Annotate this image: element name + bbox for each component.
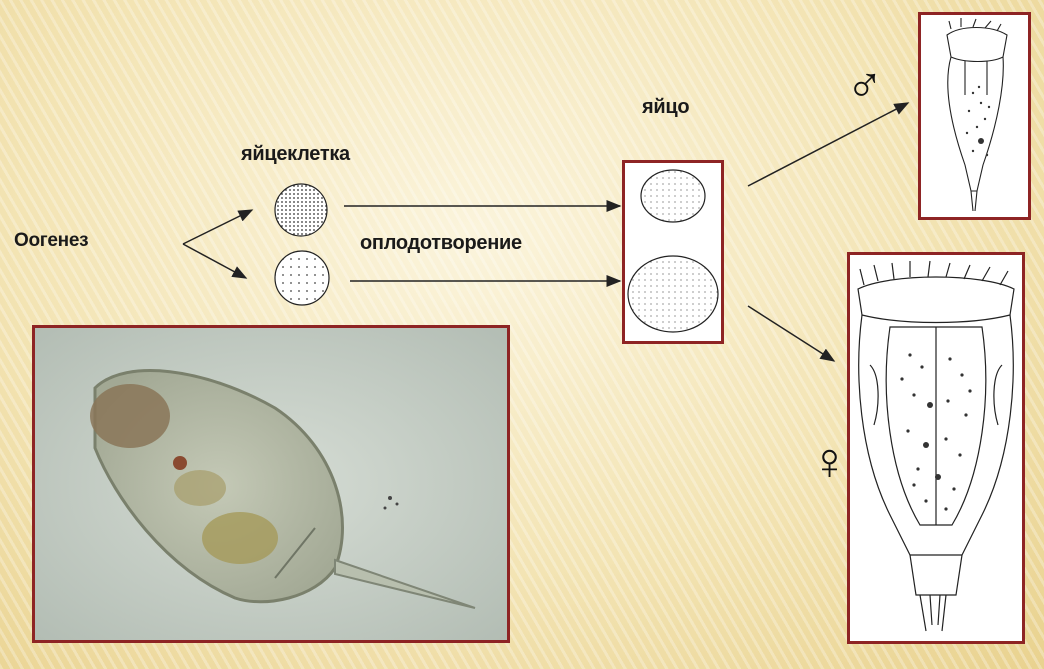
label-fertilization: оплодотворение <box>360 232 522 255</box>
female-organism-frame <box>847 252 1025 644</box>
egg-small <box>641 170 705 222</box>
arrow-oogenesis-to-egg-cell-1 <box>183 210 252 244</box>
egg-cell-large <box>275 251 329 305</box>
male-symbol: ♂ <box>846 58 884 108</box>
label-egg: яйцо <box>642 96 689 119</box>
male-rotifer-drawing <box>921 15 1028 217</box>
micrograph-image <box>35 328 507 640</box>
egg-large <box>628 256 718 332</box>
female-rotifer-drawing <box>850 255 1022 641</box>
label-egg-cell: яйцеклетка <box>241 143 350 166</box>
male-organism-frame <box>918 12 1031 220</box>
egg-illustrations <box>625 163 721 341</box>
egg-frame <box>622 160 724 344</box>
egg-cell-small <box>275 184 327 236</box>
label-oogenesis: Оогенез <box>14 230 88 252</box>
arrow-egg-to-female <box>748 306 834 361</box>
arrow-oogenesis-to-egg-cell-2 <box>183 244 246 278</box>
arrow-egg-to-male <box>748 103 908 186</box>
female-symbol: ♀ <box>810 436 849 488</box>
rotifer-micrograph <box>32 325 510 643</box>
